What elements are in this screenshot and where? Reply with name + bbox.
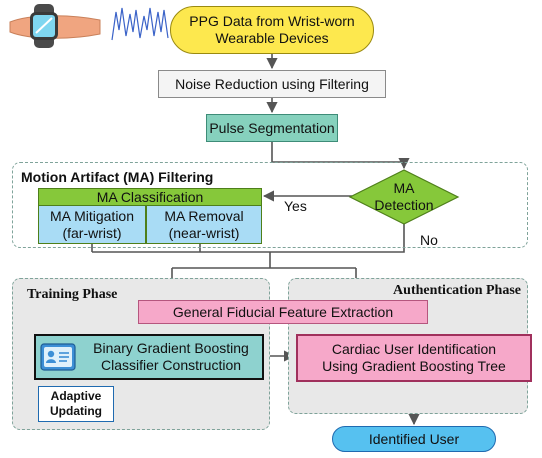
pulse-segmentation-node: Pulse Segmentation bbox=[206, 114, 338, 142]
cardiac-identification-line-2: Using Gradient Boosting Tree bbox=[322, 358, 506, 374]
authentication-phase-title: Authentication Phase bbox=[393, 283, 521, 298]
adaptive-updating-line-1: Adaptive bbox=[50, 389, 102, 403]
cardiac-identification-node: Cardiac User Identification Using Gradie… bbox=[296, 334, 532, 382]
ppg-data-line-2: Wearable Devices bbox=[215, 30, 329, 46]
feature-extraction-node: General Fiducial Feature Extraction bbox=[138, 300, 428, 324]
ma-detection-diamond bbox=[348, 169, 460, 225]
wrist-watch-icon bbox=[9, 4, 101, 48]
adaptive-updating-line-2: Updating bbox=[50, 404, 102, 418]
binary-classifier-line-2: Classifier Construction bbox=[100, 357, 242, 373]
ma-filtering-title: Motion Artifact (MA) Filtering bbox=[21, 169, 214, 185]
ma-removal-line-1: MA Removal bbox=[164, 207, 244, 224]
user-card-icon bbox=[40, 343, 76, 371]
ma-detection-node: MA Detection bbox=[360, 178, 448, 216]
ma-mitigation-node: MA Mitigation (far-wrist) bbox=[38, 206, 146, 244]
ma-filtering-region: Motion Artifact (MA) Filtering bbox=[12, 162, 528, 248]
noise-reduction-node: Noise Reduction using Filtering bbox=[158, 70, 386, 98]
ma-detection-line-2: Detection bbox=[374, 197, 434, 213]
identified-user-node: Identified User bbox=[332, 426, 496, 452]
adaptive-updating-node: Adaptive Updating bbox=[38, 386, 114, 422]
ma-removal-node: MA Removal (near-wrist) bbox=[146, 206, 262, 244]
ppg-waveform-icon bbox=[111, 7, 169, 41]
ma-classification-node: MA Classification bbox=[38, 188, 262, 206]
edge-label-no: No bbox=[420, 232, 438, 248]
ma-mitigation-line-1: MA Mitigation bbox=[49, 207, 135, 224]
ppg-data-node: PPG Data from Wrist-worn Wearable Device… bbox=[170, 6, 374, 54]
ppg-data-line-1: PPG Data from Wrist-worn bbox=[189, 13, 355, 29]
ma-mitigation-line-2: (far-wrist) bbox=[62, 224, 122, 241]
cardiac-identification-line-1: Cardiac User Identification bbox=[331, 341, 497, 357]
ma-removal-line-2: (near-wrist) bbox=[168, 224, 240, 241]
ma-detection-line-1: MA bbox=[393, 180, 415, 196]
edge-label-yes: Yes bbox=[284, 198, 307, 214]
training-phase-title: Training Phase bbox=[27, 287, 118, 302]
binary-classifier-line-1: Binary Gradient Boosting bbox=[93, 340, 249, 356]
